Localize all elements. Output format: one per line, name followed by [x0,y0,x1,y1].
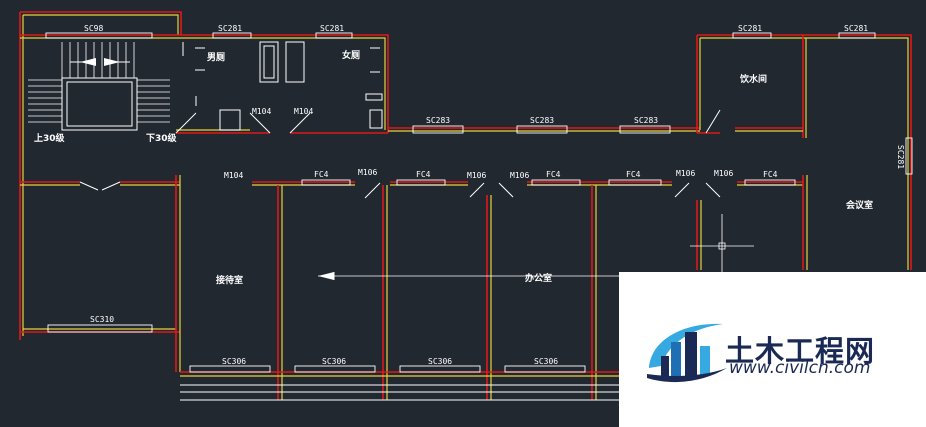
watermark-logo: 土木工程网 www.civilcn.com [619,272,926,427]
toilet-fixtures [182,41,383,131]
door-label-m106-4: M106 [676,169,695,178]
door-label-fc4-3: FC4 [546,170,561,179]
room-label-mens-toilet: 男厕 [207,52,225,63]
window-label-sc306-1: SC306 [222,357,246,366]
labels: SC98 SC281 SC281 SC281 SC281 SC281 SC283… [34,24,905,366]
stairs-up-label: 上30级 [34,132,66,144]
window-label-sc306-4: SC306 [534,357,558,366]
window-label-sc281-vertical: SC281 [896,145,905,169]
window-label-sc283-3: SC283 [634,116,658,125]
door-label-m104-1: M104 [252,107,271,116]
door-label-m104-2: M104 [294,107,313,116]
dimension-arrow [318,272,630,280]
staircase [28,42,170,131]
door-label-m106-3: M106 [510,171,529,180]
door-label-fc4-2: FC4 [416,170,431,179]
civilcn-logo-icon [647,323,727,383]
window-label-sc283-1: SC283 [426,116,450,125]
window-label-sc281-4: SC281 [844,24,868,33]
watermark-url: www.civilcn.com [729,358,871,378]
room-label-womens-toilet: 女厕 [342,49,360,61]
room-label-office: 办公室 [525,272,552,284]
window-label-sc310: SC310 [90,315,114,324]
window-label-sc281-3: SC281 [738,24,762,33]
window-label-sc306-3: SC306 [428,357,452,366]
room-label-reception: 接待室 [216,274,243,286]
window-label-sc306-2: SC306 [322,357,346,366]
window-label-sc283-2: SC283 [530,116,554,125]
door-label-m106-2: M106 [467,171,486,180]
cad-cursor [690,214,754,272]
door-label-m106-1: M106 [358,168,377,177]
windows [45,32,913,373]
door-label-fc4-5: FC4 [763,170,778,179]
door-label-m104-3: M104 [224,171,243,180]
room-label-pantry: 饮水间 [739,73,767,85]
door-label-fc4-4: FC4 [626,170,641,179]
door-label-m106-5: M106 [714,169,733,178]
doors [79,109,721,199]
stairs-down-label: 下30级 [146,132,178,144]
door-label-fc4-1: FC4 [314,170,329,179]
window-label-sc281-1: SC281 [218,24,242,33]
window-label-sc281-2: SC281 [320,24,344,33]
room-label-meeting: 会议室 [846,199,873,211]
window-label-sc98: SC98 [84,24,103,33]
watermark-title: 土木工程网 [725,334,876,368]
